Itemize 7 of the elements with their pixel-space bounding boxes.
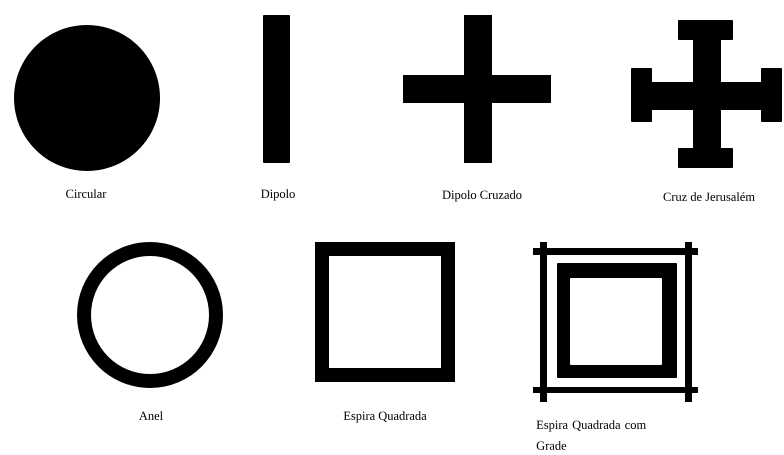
shape-caption: Dipolo Cruzado	[442, 190, 522, 202]
shape-caption: Espira Quadrada com Grade	[536, 420, 646, 450]
shape-caption: Dipolo	[261, 189, 295, 200]
shape-caption: Cruz de Jerusalém	[664, 192, 755, 201]
shape-caption: Espira Quadrada	[344, 411, 426, 422]
shape-caption: Circular	[66, 189, 106, 198]
shape-caption: Anel	[139, 411, 163, 420]
